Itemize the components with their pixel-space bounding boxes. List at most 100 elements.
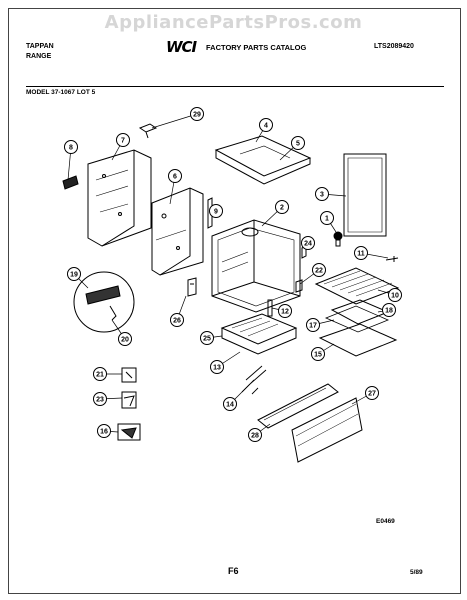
callout-9: 9 xyxy=(209,204,223,218)
callout-5: 5 xyxy=(291,136,305,150)
callout-circle xyxy=(67,267,81,281)
callout-number: 27 xyxy=(368,390,376,397)
callout-circle xyxy=(301,236,315,250)
drawer-front-part-28 xyxy=(257,383,339,429)
callout-number: 1 xyxy=(325,215,329,222)
callout-circle xyxy=(311,347,325,361)
callout-number: 6 xyxy=(173,173,177,180)
callout-1: 1 xyxy=(320,211,334,225)
callout-6: 6 xyxy=(168,169,182,183)
callout-29: 29 xyxy=(190,107,204,121)
callout-number: 23 xyxy=(96,396,104,403)
callout-number: 21 xyxy=(96,371,104,378)
top-panel-part-4 xyxy=(214,135,312,185)
callout-20: 20 xyxy=(118,332,132,346)
callout-circle xyxy=(306,318,320,332)
callout-21: 21 xyxy=(93,367,107,381)
callout-number: 2 xyxy=(280,204,284,211)
callout-circle xyxy=(365,386,379,400)
callout-number: 22 xyxy=(315,267,323,274)
callout-circle xyxy=(168,169,182,183)
callout-number: 25 xyxy=(203,335,211,342)
handle-part-14 xyxy=(241,365,267,395)
callout-number: 11 xyxy=(357,250,365,257)
callout-circle xyxy=(388,288,402,302)
callout-25: 25 xyxy=(200,331,214,345)
callout-number: 19 xyxy=(70,271,78,278)
callout-number: 7 xyxy=(121,137,125,144)
callout-number: 12 xyxy=(281,308,289,315)
callout-number: 15 xyxy=(314,351,322,358)
broiler-pan-part-17 xyxy=(324,305,390,333)
callout-number: 8 xyxy=(69,144,73,151)
callout-number: 5 xyxy=(296,140,300,147)
callout-8: 8 xyxy=(64,140,78,154)
callout-12: 12 xyxy=(278,304,292,318)
callout-number: 4 xyxy=(264,122,268,129)
callout-24: 24 xyxy=(301,236,315,250)
callout-circle xyxy=(312,263,326,277)
callout-18: 18 xyxy=(382,303,396,317)
callout-number: 3 xyxy=(320,191,324,198)
callout-19: 19 xyxy=(67,267,81,281)
callout-number: 20 xyxy=(121,336,129,343)
callout-circle xyxy=(93,392,107,406)
callout-28: 28 xyxy=(248,428,262,442)
wci-logo: WCI xyxy=(166,38,197,56)
callout-16: 16 xyxy=(97,424,111,438)
latch-part-26 xyxy=(187,277,197,297)
knob-part-1 xyxy=(333,231,343,247)
callout-number: 17 xyxy=(309,322,317,329)
catalog-page xyxy=(8,8,461,594)
screw-part-11 xyxy=(385,256,399,262)
callout-11: 11 xyxy=(354,246,368,260)
callout-17: 17 xyxy=(306,318,320,332)
control-assembly-part-19-20 xyxy=(73,271,135,333)
watermark: AppliancePartsPros.com xyxy=(104,12,363,33)
callout-23: 23 xyxy=(93,392,107,406)
valve-part-21 xyxy=(121,367,137,383)
bracket-part-22 xyxy=(295,279,303,293)
callout-13: 13 xyxy=(210,360,224,374)
callout-14: 14 xyxy=(223,397,237,411)
callout-3: 3 xyxy=(315,187,329,201)
callout-4: 4 xyxy=(259,118,273,132)
callout-number: 14 xyxy=(226,401,234,408)
oven-rack-part-10 xyxy=(314,267,400,305)
valve-part-23 xyxy=(121,391,137,409)
small-bracket-part-8 xyxy=(62,175,79,190)
callout-22: 22 xyxy=(312,263,326,277)
callout-circle xyxy=(97,424,111,438)
back-panel-part-7 xyxy=(87,149,152,247)
callout-number: 18 xyxy=(385,307,393,314)
callout-circle xyxy=(291,136,305,150)
callout-2: 2 xyxy=(275,200,289,214)
catalog-title: FACTORY PARTS CATALOG xyxy=(206,43,307,52)
callout-circle xyxy=(248,428,262,442)
page-label: F6 xyxy=(228,566,239,576)
spacer-part-12 xyxy=(267,299,273,317)
callout-number: 10 xyxy=(391,292,399,299)
door-frame-part-3 xyxy=(343,153,387,237)
callout-circle xyxy=(278,304,292,318)
callout-circle xyxy=(190,107,204,121)
callout-number: 13 xyxy=(213,364,221,371)
side-panel-part-6 xyxy=(151,187,204,276)
callout-number: 24 xyxy=(304,240,312,247)
broiler-tray-part-15 xyxy=(318,323,398,357)
drawer-part-25 xyxy=(220,313,298,355)
switch-part-16 xyxy=(117,423,141,441)
date-code: 5/89 xyxy=(410,569,423,576)
brand-line-2: RANGE xyxy=(26,53,52,60)
brand-line-1: TAPPAN xyxy=(26,43,54,50)
callout-27: 27 xyxy=(365,386,379,400)
oven-body-part-2 xyxy=(211,219,301,313)
callout-number: 28 xyxy=(251,432,259,439)
callout-circle xyxy=(320,211,334,225)
callout-10: 10 xyxy=(388,288,402,302)
callout-circle xyxy=(118,332,132,346)
callout-number: 16 xyxy=(100,428,108,435)
callout-circle xyxy=(170,313,184,327)
callout-circle xyxy=(275,200,289,214)
